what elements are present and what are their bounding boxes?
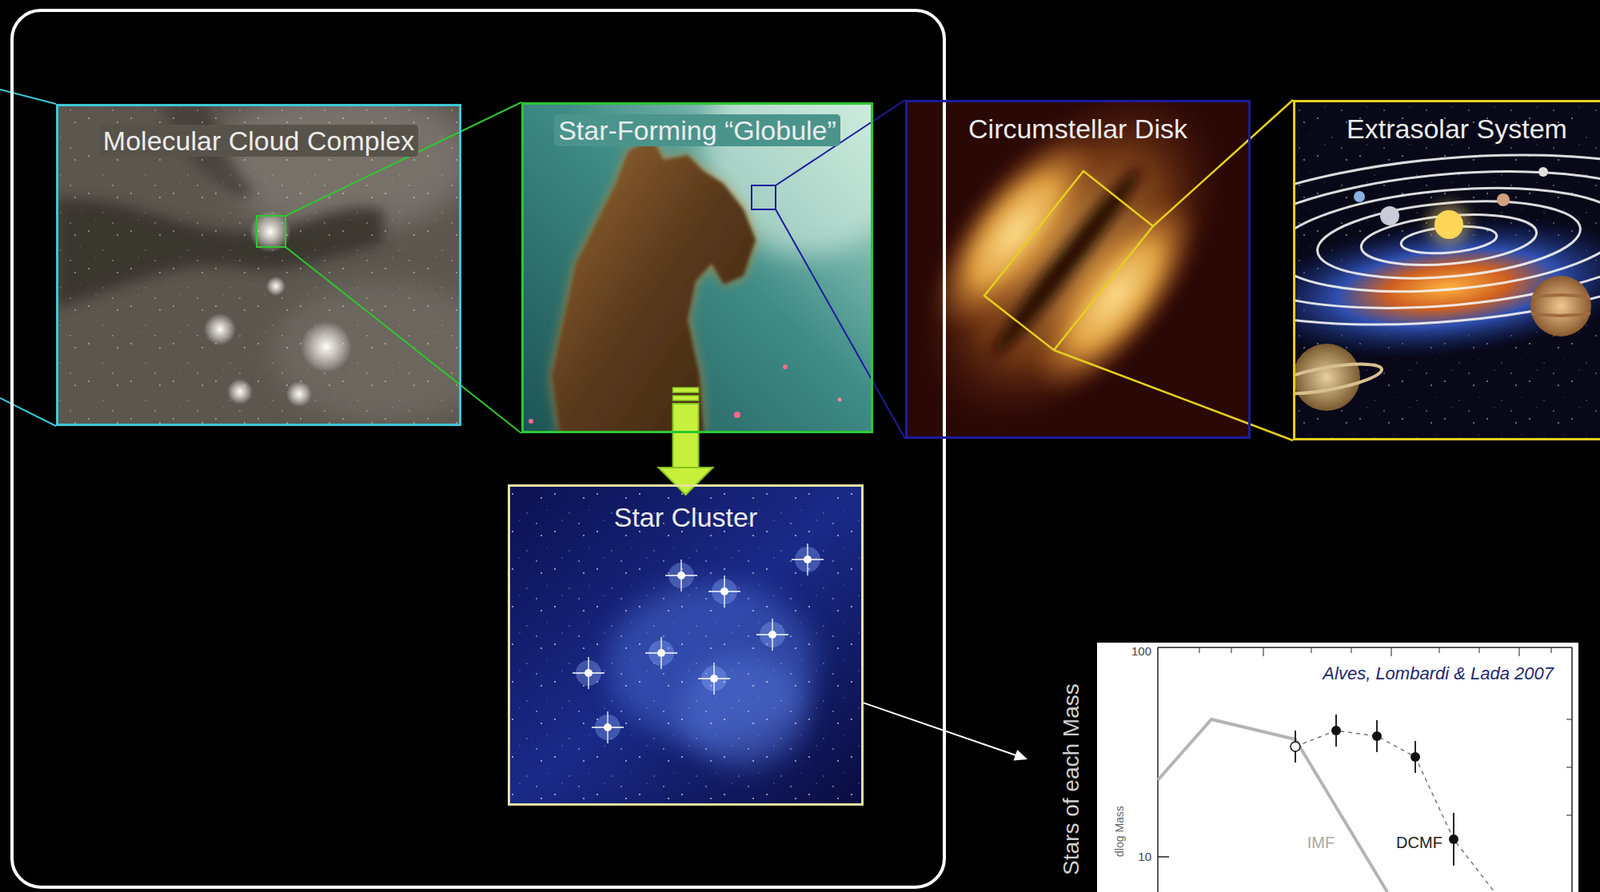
arrow-connector	[658, 387, 714, 495]
zoom-box	[984, 171, 1154, 351]
panel-title: Star Cluster	[610, 501, 763, 534]
zoom-line	[285, 102, 522, 216]
solar-system-image	[1292, 99, 1600, 441]
arrow-bar	[673, 395, 699, 401]
image-panel: Circumstellar Disk	[905, 99, 1251, 439]
series-label: IMF	[1305, 833, 1337, 853]
cluster-image	[507, 484, 864, 806]
title-row: Circumstellar Disk	[907, 112, 1249, 145]
series-label: DCMF	[1394, 833, 1445, 853]
leader-line	[863, 702, 1016, 755]
citation: Alves, Lombardi & Lada 2007	[1322, 663, 1554, 685]
title-row: Star-Forming “Globule”	[523, 114, 871, 147]
axis-label: dlog Mass	[1113, 804, 1126, 859]
zoom-line	[285, 247, 522, 434]
zoom-box	[256, 215, 286, 248]
arrow-bar	[673, 387, 699, 393]
zoom-connector	[984, 99, 1293, 441]
arrowhead	[1013, 750, 1028, 762]
disk-image	[905, 99, 1251, 439]
image-panel: Star-Forming “Globule”	[521, 102, 874, 434]
chart-panel: Alves, Lombardi & Lada 2007	[1027, 642, 1579, 892]
panel-title: Extrasolar System	[1342, 112, 1572, 145]
axis-title: Stars of each Mass	[1058, 683, 1085, 876]
axis-tick-label: 10	[1136, 849, 1154, 864]
panel-title: Molecular Cloud Complex	[99, 124, 419, 157]
axis-tick-label: 100	[1129, 644, 1154, 659]
arrow-shaft	[673, 403, 699, 468]
zoom-connector	[751, 99, 906, 439]
zoom-line	[0, 398, 56, 427]
title-row: Star Cluster	[510, 501, 862, 534]
panel-title: Circumstellar Disk	[964, 112, 1192, 145]
zoom-box	[751, 185, 776, 210]
title-row: Molecular Cloud Complex	[58, 124, 459, 157]
arrowhead	[658, 467, 714, 495]
group-frame	[11, 10, 945, 888]
title-row: Extrasolar System	[1295, 112, 1600, 145]
mass-function-chart	[1097, 642, 1579, 892]
arrow-connector	[863, 702, 1028, 761]
image-panel: Molecular Cloud Complex	[55, 103, 462, 427]
image-panel: Extrasolar System	[1292, 99, 1600, 441]
globule-image	[521, 102, 874, 434]
zoom-line	[775, 209, 906, 439]
image-panel: Star Cluster	[507, 484, 864, 806]
panel-title: Star-Forming “Globule”	[554, 114, 841, 147]
zoom-line	[1053, 350, 1293, 441]
zoom-line	[0, 89, 56, 104]
cloud-image	[55, 103, 462, 427]
